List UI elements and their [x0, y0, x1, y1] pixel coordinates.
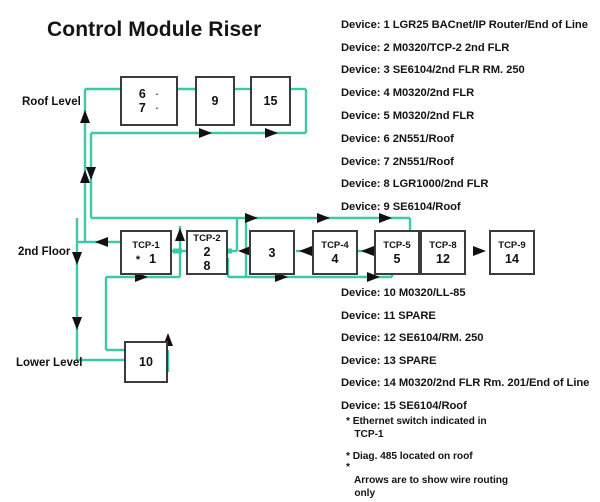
arrow-left-down-2	[72, 317, 82, 330]
device-list-item-11: Device: 11 SPARE	[341, 310, 436, 322]
arrow-roof-down	[86, 167, 96, 180]
arrow-into-tcp4	[299, 246, 312, 256]
box-tcp-1-num: 1	[149, 251, 157, 266]
roof-box-row-7: 7 ·	[139, 101, 159, 115]
device-list-item-4: Device: 4 M0320/2nd FLR	[341, 87, 475, 99]
roof-box-num-7: 7	[138, 101, 146, 115]
page-title: Control Module Riser	[47, 18, 262, 41]
arrow-floor-upper-1	[245, 213, 258, 223]
roof-box-num-15: 15	[263, 94, 278, 108]
box-tcp-5-label: TCP-5	[383, 239, 411, 251]
note-arrows: Arrows are to show wire routing only	[353, 475, 509, 499]
arrow-roof-return-1	[199, 128, 212, 138]
box-3-num: 3	[268, 245, 276, 260]
device-list-item-7: Device: 7 2N551/Roof	[341, 156, 454, 168]
roof-box-dot-6: ·	[154, 86, 160, 101]
device-list-item-9: Device: 9 SE6104/Roof	[341, 201, 461, 213]
box-tcp-2-label: TCP-2	[193, 232, 221, 244]
roof-box-row-6: 6 ·	[139, 87, 159, 101]
box-tcp-2[interactable]: TCP-2 2 8	[186, 230, 228, 275]
box-tcp-1[interactable]: TCP-1 * 1	[120, 230, 172, 275]
device-list-item-10: Device: 10 M0320/LL-85	[341, 287, 466, 299]
device-list-item-1: Device: 1 LGR25 BACnet/IP Router/End of …	[341, 19, 588, 31]
device-list-item-15: Device: 15 SE6104/Roof	[341, 400, 467, 412]
arrow-floor-upper-2	[317, 213, 330, 223]
device-list-item-6: Device: 6 2N551/Roof	[341, 133, 454, 145]
roof-box-9[interactable]: 9	[195, 76, 235, 126]
device-list-item-14: Device: 14 M0320/2nd FLR Rm. 201/End of …	[341, 377, 590, 389]
box-10[interactable]: 10	[124, 341, 168, 383]
device-list-item-12: Device: 12 SE6104/RM. 250	[341, 332, 484, 344]
roof-box-num-6: 6	[138, 87, 146, 101]
box-tcp-9[interactable]: TCP-9 14	[489, 230, 535, 275]
level-label-roof: Roof Level	[22, 96, 81, 108]
box-tcp-9-num: 14	[505, 251, 519, 266]
box-tcp-1-asterisk: *	[135, 253, 141, 266]
arrow-into-tcp5	[361, 246, 374, 256]
box-tcp-2-num: 2	[203, 244, 211, 259]
box-tcp-8-label: TCP-8	[429, 239, 457, 251]
box-tcp-9-label: TCP-9	[498, 239, 526, 251]
device-list-item-3: Device: 3 SE6104/2nd FLR RM. 250	[341, 64, 525, 76]
box-tcp-4-label: TCP-4	[321, 239, 349, 251]
arrow-tcp8-to-tcp9	[473, 246, 486, 256]
level-label-lower: Lower Level	[16, 357, 83, 369]
box-tcp-4[interactable]: TCP-4 4	[312, 230, 358, 275]
device-list-item-2: Device: 2 M0320/TCP-2 2nd FLR	[341, 42, 510, 54]
arrow-left-down-1	[72, 252, 82, 265]
arrow-into-tcp1	[95, 237, 108, 247]
box-tcp-5[interactable]: TCP-5 5	[374, 230, 420, 275]
roof-box-num-9: 9	[211, 94, 219, 108]
arrow-left-riser-up-2	[80, 170, 90, 183]
box-tcp-8-num: 12	[436, 251, 450, 266]
box-tcp-2-num2: 8	[203, 258, 211, 273]
arrow-roof-return-2	[265, 128, 278, 138]
box-tcp-1-label: TCP-1	[132, 239, 160, 251]
note-ethernet-switch: * Ethernet switch indicated in TCP-1	[346, 416, 487, 440]
box-tcp-5-num: 5	[393, 251, 401, 266]
level-label-2nd-floor: 2nd Floor	[18, 246, 71, 258]
roof-box-15[interactable]: 15	[250, 76, 291, 126]
arrow-floor-upper-3	[379, 213, 392, 223]
arrow-left-riser-up-1	[80, 110, 90, 123]
note-bullet: *	[346, 462, 350, 473]
roof-box-dot-7: ·	[154, 100, 160, 115]
device-list-item-8: Device: 8 LGR1000/2nd FLR	[341, 178, 489, 190]
device-list-item-13: Device: 13 SPARE	[341, 355, 437, 367]
box-3[interactable]: 3	[249, 230, 295, 275]
roof-box-6-7[interactable]: 6 · 7 ·	[120, 76, 178, 126]
arrow-tcp2-up	[175, 228, 185, 241]
box-tcp-4-num: 4	[331, 251, 339, 266]
device-list-item-5: Device: 5 M0320/2nd FLR	[341, 110, 475, 122]
box-tcp-8[interactable]: TCP-8 12	[420, 230, 466, 275]
box-10-num: 10	[139, 355, 153, 369]
note-diag-485: * Diag. 485 located on roof	[346, 451, 473, 462]
box-tcp-1-value-row: * 1	[136, 252, 156, 266]
